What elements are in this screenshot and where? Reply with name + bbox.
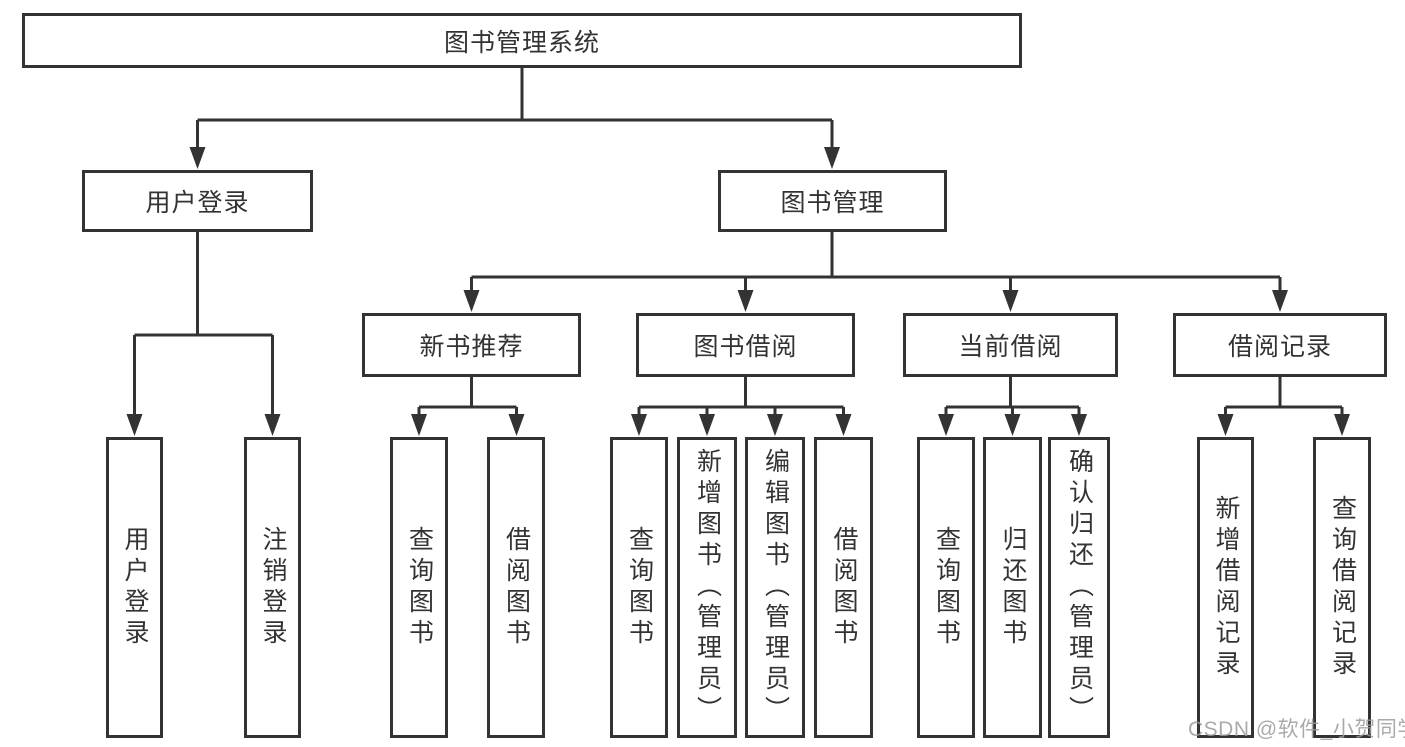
node-current-borrowing: 当前借阅 [903, 313, 1118, 377]
node-query-books-under-book-borrowing: 查询图书 [610, 437, 668, 738]
node-label: 当前借阅 [958, 333, 1063, 361]
node-user-login: 用户登录 [82, 170, 313, 232]
node-add-books-admin: 新增图书（管理员） [677, 437, 737, 738]
node-label: 编辑图书（管理员） [761, 448, 790, 727]
node-label: 用户登录 [121, 525, 149, 650]
arrowheads [126, 147, 1350, 436]
node-label: 图书管理 [780, 189, 885, 217]
node-label: 图书管理系统 [443, 28, 600, 57]
node-label: 新书推荐 [419, 333, 524, 361]
node-label: 新增借阅记录 [1212, 494, 1240, 681]
node-label: 借阅图书 [830, 525, 858, 650]
node-borrowing-records: 借阅记录 [1173, 313, 1387, 377]
node-label: 用户登录 [145, 189, 250, 217]
node-label: 查询借阅记录 [1328, 494, 1357, 681]
node-label: 查询图书 [932, 525, 961, 650]
node-leaf-logout: 注销登录 [244, 437, 301, 738]
node-return-books: 归还图书 [983, 437, 1042, 738]
node-label: 查询图书 [405, 525, 434, 650]
node-label: 确认归还（管理员） [1065, 448, 1094, 727]
node-new-book-recommendation: 新书推荐 [362, 313, 581, 377]
node-query-books-under-current-borrowing: 查询图书 [917, 437, 975, 738]
node-label: 借阅记录 [1227, 333, 1332, 361]
node-add-borrow-record: 新增借阅记录 [1197, 437, 1254, 738]
node-book-borrowing: 图书借阅 [636, 313, 855, 377]
node-book-management: 图书管理 [718, 170, 947, 232]
node-query-borrow-record: 查询借阅记录 [1313, 437, 1371, 738]
node-label: 归还图书 [999, 525, 1027, 650]
node-leaf-user-login: 用户登录 [106, 437, 163, 738]
node-confirm-return-admin: 确认归还（管理员） [1048, 437, 1110, 738]
csdn-watermark: CSDN @软件_小贺同学 [1188, 718, 1405, 741]
node-label: 注销登录 [259, 525, 287, 650]
node-query-books-under-new-book: 查询图书 [390, 437, 448, 738]
node-label: 新增图书（管理员） [693, 448, 722, 727]
node-label: 查询图书 [625, 525, 654, 650]
node-edit-books-admin: 编辑图书（管理员） [745, 437, 805, 738]
node-borrow-books-under-book-borrowing: 借阅图书 [814, 437, 873, 738]
node-library-management-system: 图书管理系统 [22, 13, 1022, 68]
node-label: 图书借阅 [693, 333, 798, 361]
node-label: 借阅图书 [502, 525, 531, 650]
node-borrow-books-under-new-book: 借阅图书 [487, 437, 545, 738]
